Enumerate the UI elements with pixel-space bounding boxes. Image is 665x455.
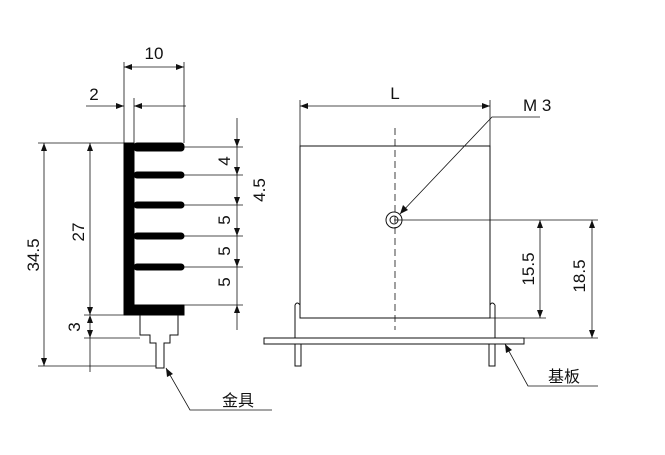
dimension-fin-pitch: 4 4.5 5 5 5 xyxy=(184,118,269,330)
heat-sink-side-view xyxy=(263,128,525,367)
board-callout: 基板 xyxy=(504,343,598,387)
hole-height-label: 15.5 xyxy=(519,252,538,285)
dimension-hole-height: 15.5 xyxy=(394,219,598,319)
screw-callout: M 3 xyxy=(399,96,551,215)
dimension-base-thickness: 2 xyxy=(86,85,186,143)
dimension-bracket-height: 3 xyxy=(65,315,140,372)
body-height-label: 27 xyxy=(69,223,88,242)
mounting-bracket xyxy=(139,315,179,369)
board-height-label: 18.5 xyxy=(570,259,589,292)
length-label: L xyxy=(390,84,399,103)
fin-pitch-label: 5 xyxy=(215,215,234,224)
board-label: 基板 xyxy=(548,368,580,386)
bracket-height-label: 3 xyxy=(65,322,84,331)
dimension-body-height: 27 xyxy=(69,143,124,316)
fin-pitch-label: 5 xyxy=(215,246,234,255)
bracket-callout: 金具 xyxy=(165,367,272,411)
dimension-length: L xyxy=(299,84,491,146)
width-label: 10 xyxy=(145,44,164,63)
bracket-label: 金具 xyxy=(222,392,254,410)
dimension-overall-height: 34.5 xyxy=(24,142,156,367)
heat-sink-profile xyxy=(123,142,185,316)
fin-pitch-label: 5 xyxy=(215,277,234,286)
overall-height-label: 34.5 xyxy=(24,238,43,271)
screw-label: M 3 xyxy=(523,96,551,115)
dimension-board-height: 18.5 xyxy=(524,220,598,339)
dimension-width: 10 xyxy=(123,44,185,143)
fin-pitch-label: 4 xyxy=(215,156,234,165)
fin-pitch-label: 4.5 xyxy=(250,178,269,202)
base-thickness-label: 2 xyxy=(89,85,98,104)
